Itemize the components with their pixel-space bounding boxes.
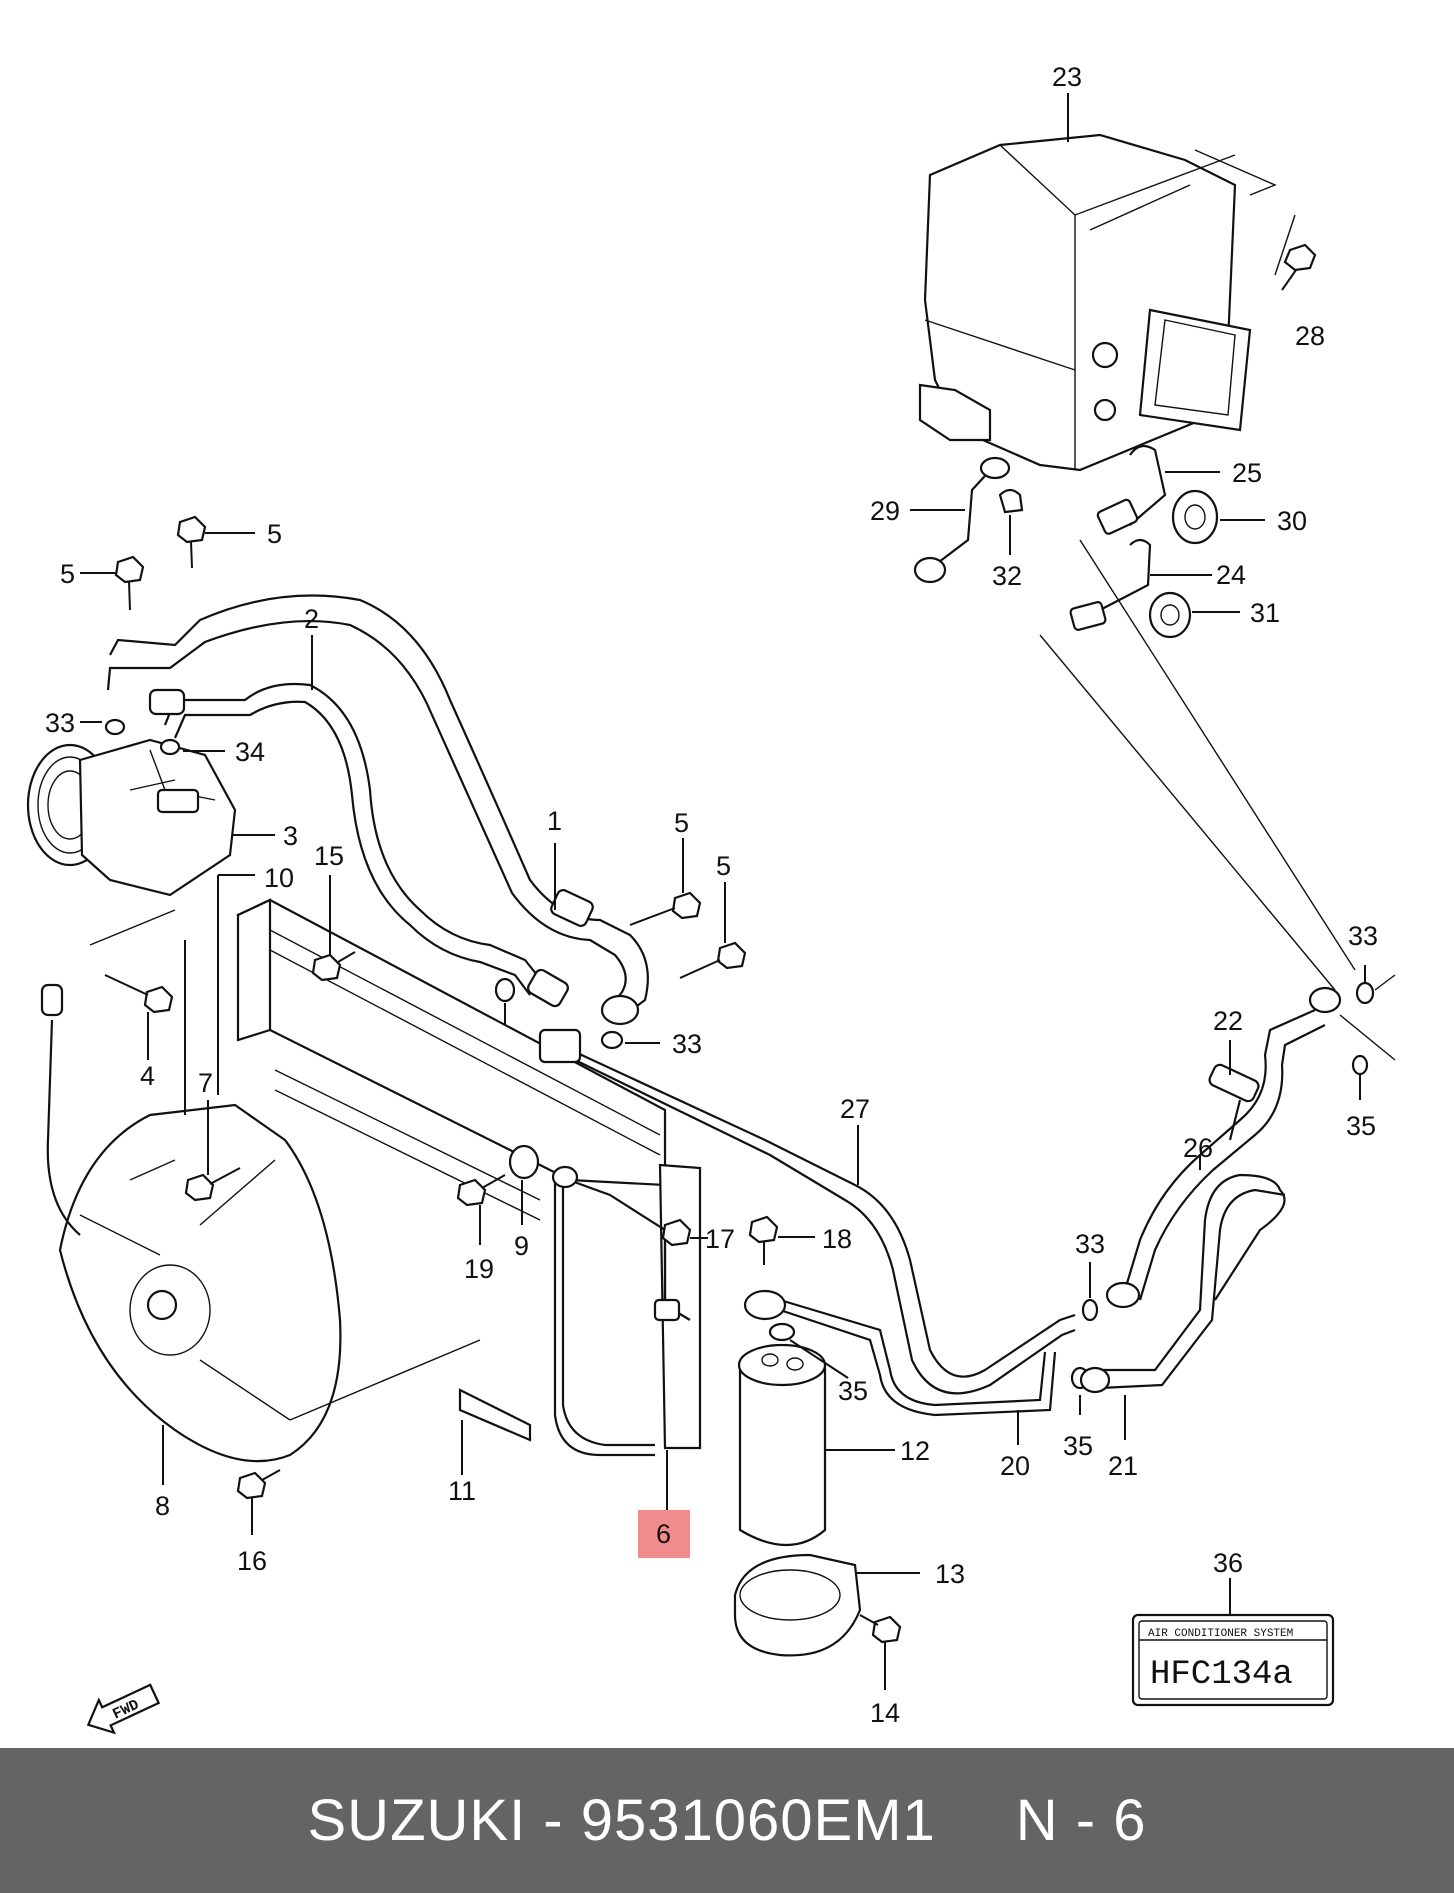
bolt-16 <box>236 1469 281 1500</box>
o-ring-33-compressor <box>104 718 126 736</box>
hose-25 <box>1096 444 1167 535</box>
o-ring-35-drier <box>768 1322 796 1342</box>
hose-2 <box>148 682 569 1008</box>
callout-36: 36 <box>1213 1548 1243 1578</box>
fwd-arrow-icon: FWD <box>86 1683 161 1735</box>
hose-24 <box>1069 538 1152 631</box>
receiver-drier <box>737 1343 827 1547</box>
callout-27: 27 <box>840 1094 870 1124</box>
pipe-20 <box>743 1289 1057 1417</box>
pipe-29 <box>913 456 1011 584</box>
callout-13: 13 <box>935 1559 965 1589</box>
bolt-28 <box>1281 243 1317 291</box>
callout-15: 15 <box>314 841 344 871</box>
callout-12: 12 <box>900 1436 930 1466</box>
callout-33-b: 33 <box>672 1029 702 1059</box>
hose-1 <box>106 594 649 1026</box>
callout-35-a: 35 <box>838 1376 868 1406</box>
callout-5-d: 5 <box>716 851 731 881</box>
plate-main-text: HFC134a <box>1150 1656 1293 1694</box>
guide-lines <box>89 539 1396 1421</box>
bolt-7 <box>184 1167 241 1202</box>
evaporator-unit <box>918 133 1277 472</box>
ac-parts-diagram: 23 28 25 24 30 31 29 32 <box>26 62 1396 1735</box>
bracket-13 <box>733 1553 862 1657</box>
callout-30: 30 <box>1277 506 1307 536</box>
footer-brand-part: SUZUKI - 9531060EM1 <box>307 1788 936 1853</box>
callout-11: 11 <box>448 1476 476 1506</box>
clip-32 <box>998 488 1024 514</box>
callout-6: 6 <box>656 1519 671 1549</box>
fan-wire <box>40 983 81 1236</box>
o-ring-35-right <box>1351 1054 1369 1076</box>
callout-4: 4 <box>140 1061 155 1091</box>
callout-34-a: 34 <box>235 737 265 767</box>
condenser-pipe <box>551 1165 667 1457</box>
callout-7: 7 <box>198 1068 213 1098</box>
callout-33-c: 33 <box>1348 921 1378 951</box>
o-ring-34-hose <box>494 977 516 1003</box>
callout-35-b: 35 <box>1063 1431 1093 1461</box>
bolt-5-right-b <box>679 941 747 979</box>
grommet-31 <box>1148 591 1192 639</box>
callout-9: 9 <box>514 1231 529 1261</box>
grommet-30 <box>1171 489 1219 545</box>
compressor <box>26 738 237 897</box>
callout-1: 1 <box>547 806 562 836</box>
callout-21: 21 <box>1108 1451 1138 1481</box>
grommet-9 <box>508 1144 540 1180</box>
callout-25: 25 <box>1232 458 1262 488</box>
callout-33-d: 33 <box>1075 1229 1105 1259</box>
callout-10: 10 <box>264 863 294 893</box>
callout-18: 18 <box>822 1224 852 1254</box>
bolt-19 <box>456 1174 506 1207</box>
bolt-18 <box>748 1215 779 1265</box>
callout-28: 28 <box>1295 321 1325 351</box>
callout-22: 22 <box>1213 1006 1243 1036</box>
callout-2: 2 <box>304 604 319 634</box>
o-ring-34-compressor <box>159 738 181 756</box>
hose-21 <box>1079 1173 1286 1394</box>
o-ring-33-hose <box>600 1030 624 1050</box>
callout-17: 17 <box>705 1224 735 1254</box>
pipe-27 <box>538 1028 1076 1395</box>
highlight-callout-6 <box>638 1510 690 1558</box>
callout-19: 19 <box>464 1254 494 1284</box>
callout-24: 24 <box>1216 560 1246 590</box>
callout-26: 26 <box>1183 1133 1213 1163</box>
pipe-6 <box>653 1240 691 1322</box>
callout-5-a: 5 <box>60 559 75 589</box>
ac-label-plate: AIR CONDITIONER SYSTEM HFC134a <box>1131 1613 1335 1707</box>
callout-14: 14 <box>870 1698 900 1728</box>
bolt-17 <box>661 1218 692 1247</box>
callout-16: 16 <box>237 1546 267 1576</box>
bolt-5-left <box>114 555 145 611</box>
callout-33-a: 33 <box>45 708 75 738</box>
bolt-14 <box>859 1614 902 1644</box>
footer-bar: SUZUKI - 9531060EM1 N - 6 <box>0 1748 1454 1893</box>
callout-31: 31 <box>1250 598 1280 628</box>
callout-29: 29 <box>870 496 900 526</box>
callout-8: 8 <box>155 1491 170 1521</box>
bolt-5-top <box>176 515 207 569</box>
o-ring-33-right-upper <box>1355 981 1375 1005</box>
fan-shroud <box>58 1103 342 1463</box>
bolt-4 <box>104 974 174 1014</box>
callout-35-c: 35 <box>1346 1111 1376 1141</box>
callout-20: 20 <box>1000 1451 1030 1481</box>
bolt-5-right-a <box>629 891 702 926</box>
callout-5-b: 5 <box>267 519 282 549</box>
callout-5-c: 5 <box>674 808 689 838</box>
footer-ref: N - 6 <box>1015 1788 1147 1853</box>
callout-23: 23 <box>1052 62 1082 92</box>
o-ring-33-right-lower <box>1081 1298 1099 1322</box>
fitting-22 <box>1208 1063 1260 1141</box>
callout-32: 32 <box>992 561 1022 591</box>
bracket-10 <box>184 875 219 1115</box>
plate-top-text: AIR CONDITIONER SYSTEM <box>1148 1628 1293 1640</box>
callout-3: 3 <box>283 821 298 851</box>
